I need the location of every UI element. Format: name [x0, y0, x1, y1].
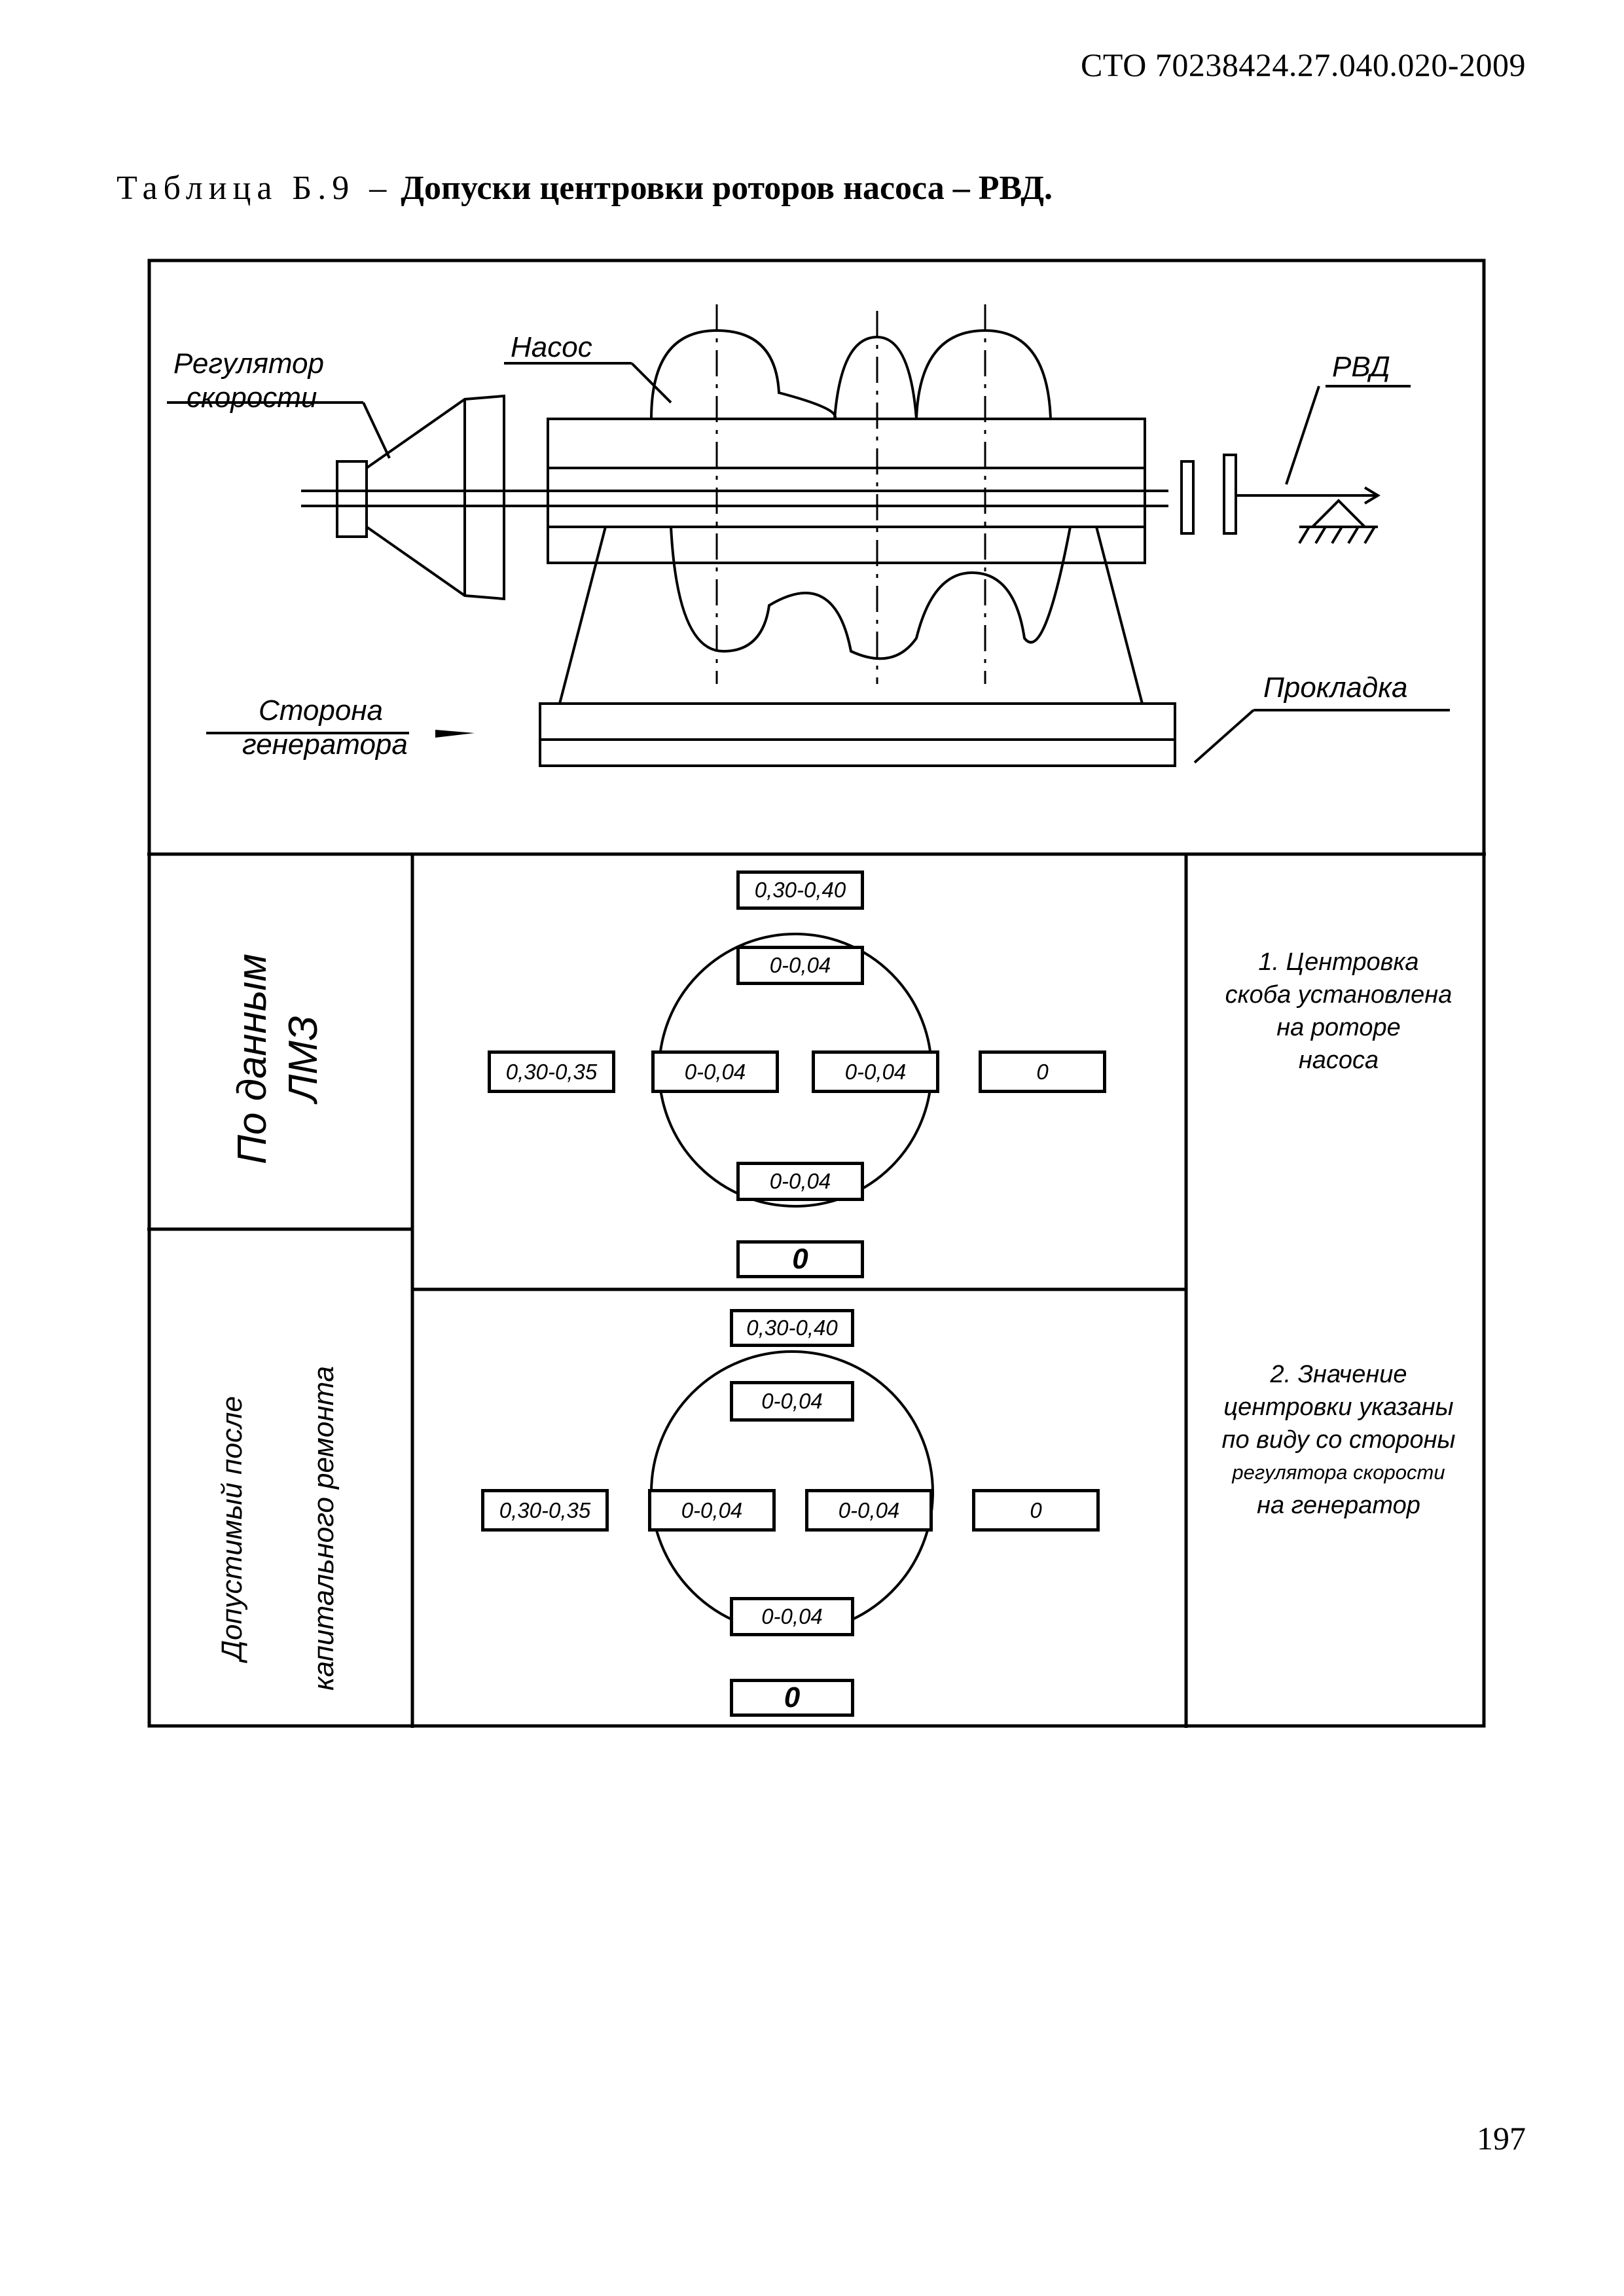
- note2-line2: центровки указаны: [1223, 1393, 1454, 1421]
- row2-left-inner-value: 0-0,04: [648, 1489, 776, 1532]
- note2-line4: регулятора скорости: [1232, 1461, 1445, 1484]
- table-caption: Таблица Б.9 – Допуски центровки роторов …: [117, 169, 1053, 207]
- row1-label: По данным ЛМЗ: [227, 882, 329, 1236]
- note-2: 2. Значение центровки указаны по виду со…: [1195, 1358, 1483, 1522]
- gasket-label: Прокладка: [1263, 672, 1408, 704]
- row2-label-line2: капитального ремонта: [308, 1365, 340, 1691]
- note2-line5: на генератор: [1257, 1492, 1420, 1519]
- note1-line4: насоса: [1298, 1047, 1379, 1074]
- row2-label: Допустимый после капитального ремонта: [187, 1257, 370, 1800]
- rvd-label: РВД: [1332, 351, 1390, 383]
- generator-side-line2: генератора: [242, 728, 408, 761]
- note2-line1: 2. Значение: [1270, 1361, 1407, 1388]
- row2-label-line1: Допустимый после: [216, 1396, 248, 1660]
- alignment-table: Регулятор скорости Насос РВД Сторона ген…: [147, 259, 1486, 1728]
- row2-bottom-inner-value: 0-0,04: [730, 1597, 854, 1636]
- pump-drawing: [167, 329, 1450, 767]
- note-1: 1. Центровка скоба установлена на роторе…: [1195, 946, 1483, 1077]
- caption-title: Допуски центровки роторов насоса – РВД.: [401, 170, 1053, 207]
- document-code: СТО 70238424.27.040.020-2009: [1081, 46, 1526, 83]
- page-number: 197: [1477, 2120, 1526, 2157]
- regulator-label: Регулятор скорости: [173, 347, 324, 415]
- row1-left-inner-value: 0-0,04: [651, 1050, 779, 1093]
- regulator-label-line2: скорости: [187, 382, 317, 414]
- row1-bottom-outer-value: 0: [736, 1240, 864, 1278]
- row1-label-line1: По данным: [230, 954, 275, 1164]
- row1-bottom-inner-value: 0-0,04: [736, 1162, 864, 1201]
- row2-top-outer-value: 0,30-0,40: [730, 1309, 854, 1347]
- note1-line3: на роторе: [1276, 1014, 1401, 1041]
- caption-label: Таблица Б.9 –: [117, 170, 393, 207]
- pump-label: Насос: [511, 331, 592, 363]
- row1-left-outer-value: 0,30-0,35: [488, 1050, 615, 1093]
- generator-side-label: Сторона генератора: [242, 694, 408, 762]
- row1-top-outer-value: 0,30-0,40: [736, 870, 864, 910]
- row2-right-inner-value: 0-0,04: [805, 1489, 933, 1532]
- generator-arrow: [435, 730, 475, 738]
- generator-side-line1: Сторона: [259, 694, 384, 726]
- row2-bottom-outer-value: 0: [730, 1679, 854, 1717]
- note1-line1: 1. Центровка: [1258, 948, 1419, 976]
- row1-right-inner-value: 0-0,04: [812, 1050, 939, 1093]
- note1-line2: скоба установлена: [1225, 981, 1453, 1009]
- row2-right-outer-value: 0: [972, 1489, 1100, 1532]
- table-frame: [147, 259, 1486, 1728]
- row1-top-inner-value: 0-0,04: [736, 946, 864, 985]
- row1-label-line2: ЛМЗ: [281, 1015, 326, 1103]
- row1-right-outer-value: 0: [979, 1050, 1106, 1093]
- row2-left-outer-value: 0,30-0,35: [481, 1489, 609, 1532]
- row2-top-inner-value: 0-0,04: [730, 1381, 854, 1422]
- table-drawing: [147, 259, 1486, 1728]
- note2-line3: по виду со стороны: [1221, 1426, 1456, 1454]
- regulator-label-line1: Регулятор: [173, 348, 324, 380]
- pump-centerlines: [715, 304, 986, 684]
